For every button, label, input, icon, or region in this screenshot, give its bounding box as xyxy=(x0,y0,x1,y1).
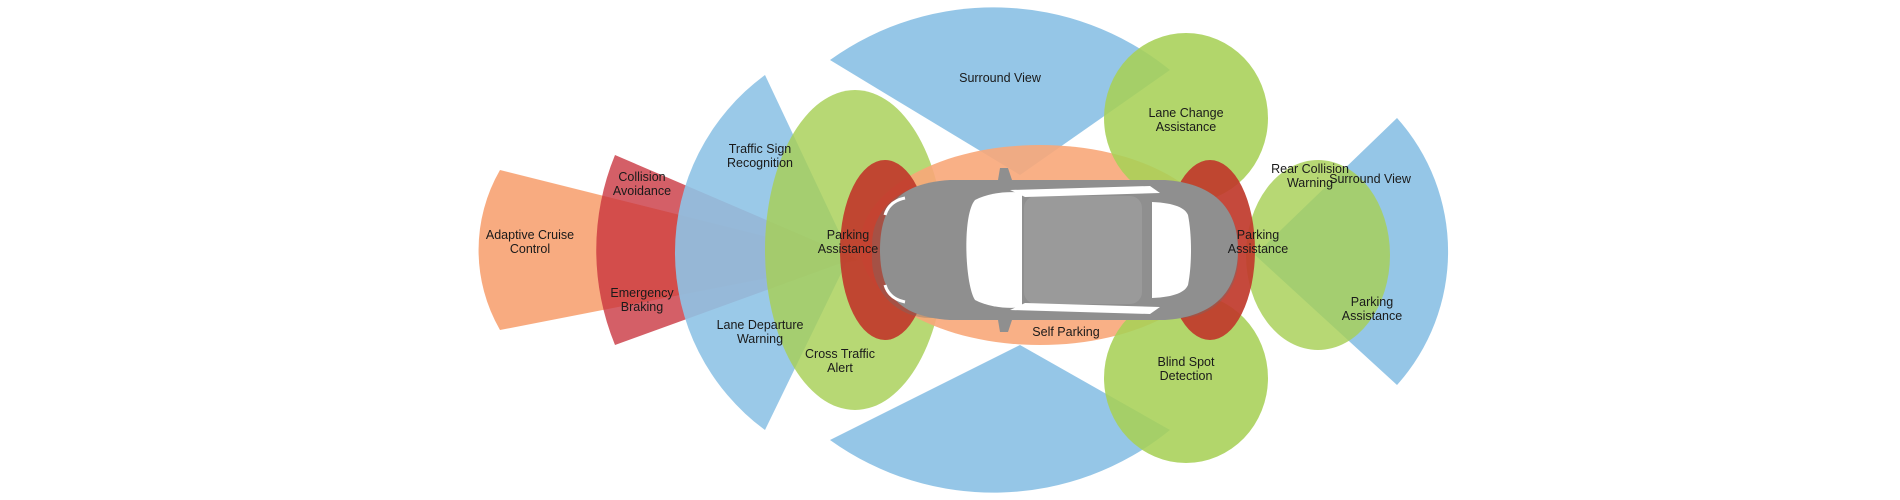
car-top-view xyxy=(872,168,1238,332)
label-self-parking: Self Parking xyxy=(1032,325,1099,339)
label-surround-view-right: Surround View xyxy=(1329,172,1412,186)
surround-view-bottom-zone xyxy=(830,345,1170,493)
lane-change-zone xyxy=(1104,33,1268,203)
rear-collision-zone xyxy=(1246,160,1390,350)
car-windshield xyxy=(966,192,1022,308)
label-surround-view-top: Surround View xyxy=(959,71,1042,85)
surround-view-top-zone xyxy=(830,7,1170,175)
car-rear-window xyxy=(1152,202,1191,298)
blind-spot-zone xyxy=(1104,293,1268,463)
